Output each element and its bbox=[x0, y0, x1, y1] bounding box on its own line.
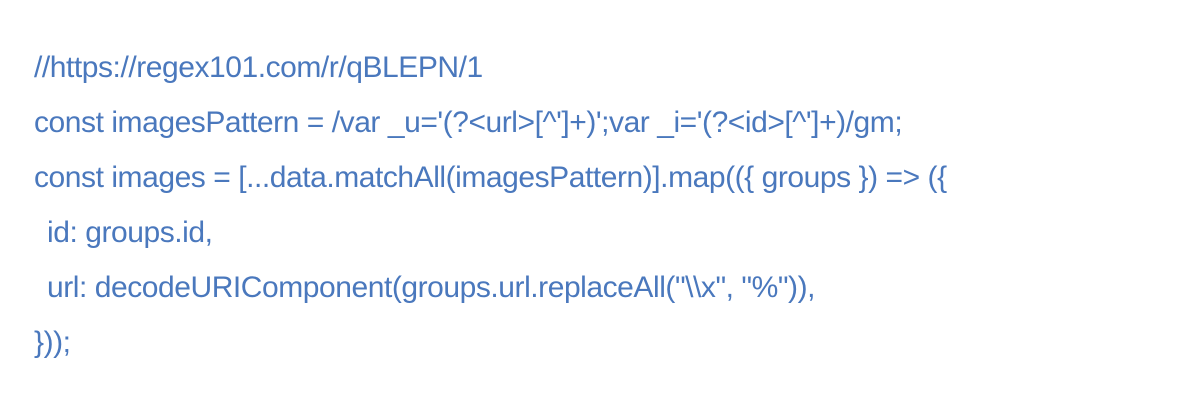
code-line: const imagesPattern = /var _u='(?<url>[^… bbox=[34, 106, 903, 139]
code-line: })); bbox=[34, 326, 71, 359]
code-line: id: groups.id, bbox=[47, 216, 213, 249]
code-line: //https://regex101.com/r/qBLEPN/1 bbox=[34, 51, 483, 84]
code-line: url: decodeURIComponent(groups.url.repla… bbox=[47, 271, 816, 304]
code-line: const images = [...data.matchAll(imagesP… bbox=[34, 161, 947, 194]
